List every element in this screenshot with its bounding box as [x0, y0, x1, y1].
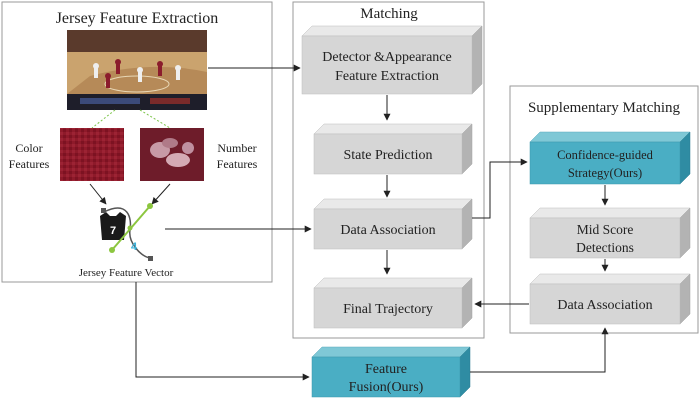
mid-score-detections-box: Mid Score Detections	[529, 207, 691, 259]
svg-text:Final Trajectory: Final Trajectory	[343, 302, 433, 317]
basketball-frame-image	[67, 30, 207, 110]
svg-text:Number: Number	[217, 141, 256, 155]
dashed-link-number	[139, 109, 171, 129]
confidence-strategy-box: Confidence-guided Strategy(Ours)	[529, 131, 691, 185]
svg-text:Feature Extraction: Feature Extraction	[335, 69, 439, 84]
data-association-supp-box: Data Association	[529, 273, 691, 325]
svg-text:Data Association: Data Association	[557, 298, 652, 313]
arrow-fusion-to-supp-association	[470, 327, 609, 373]
supplementary-panel-title: Supplementary Matching	[528, 100, 681, 116]
jersey-panel-title: Jersey Feature Extraction	[56, 10, 219, 27]
number-features-label: Number Features	[217, 141, 258, 171]
dashed-link-color	[91, 109, 116, 129]
svg-text:Mid Score: Mid Score	[577, 222, 634, 237]
svg-text:4: 4	[131, 241, 138, 253]
arrow-association-to-confidence	[472, 158, 528, 219]
svg-text:Fusion(Ours): Fusion(Ours)	[349, 380, 424, 395]
svg-text:Strategy(Ours): Strategy(Ours)	[568, 166, 642, 180]
jersey-vector-label: Jersey Feature Vector	[79, 267, 174, 279]
svg-text:Feature: Feature	[365, 362, 407, 377]
feature-fusion-box: Feature Fusion(Ours)	[311, 346, 471, 398]
arrow-number-to-vector	[151, 183, 171, 205]
arrow-vector-to-fusion	[135, 282, 310, 381]
svg-text:Data Association: Data Association	[340, 223, 435, 238]
state-prediction-box: State Prediction	[313, 123, 473, 175]
arrow-color-to-vector	[89, 183, 107, 205]
color-features-label: Color Features	[9, 141, 50, 171]
svg-text:Confidence-guided: Confidence-guided	[557, 148, 654, 162]
svg-text:Color: Color	[15, 141, 42, 155]
number-feature-patch	[140, 128, 204, 181]
final-trajectory-box: Final Trajectory	[313, 277, 473, 329]
detector-box: Detector &Appearance Feature Extraction	[301, 25, 483, 95]
svg-text:Detector &Appearance: Detector &Appearance	[322, 50, 451, 65]
matching-panel-title: Matching	[360, 6, 418, 22]
svg-text:7: 7	[110, 225, 116, 237]
jersey-vector-icon: 7 4	[100, 203, 153, 261]
color-feature-patch	[60, 128, 124, 181]
svg-text:Detections: Detections	[576, 240, 634, 255]
svg-text:Features: Features	[9, 157, 50, 171]
data-association-main-box: Data Association	[313, 198, 473, 250]
svg-text:Features: Features	[217, 157, 258, 171]
svg-text:State Prediction: State Prediction	[343, 148, 432, 163]
